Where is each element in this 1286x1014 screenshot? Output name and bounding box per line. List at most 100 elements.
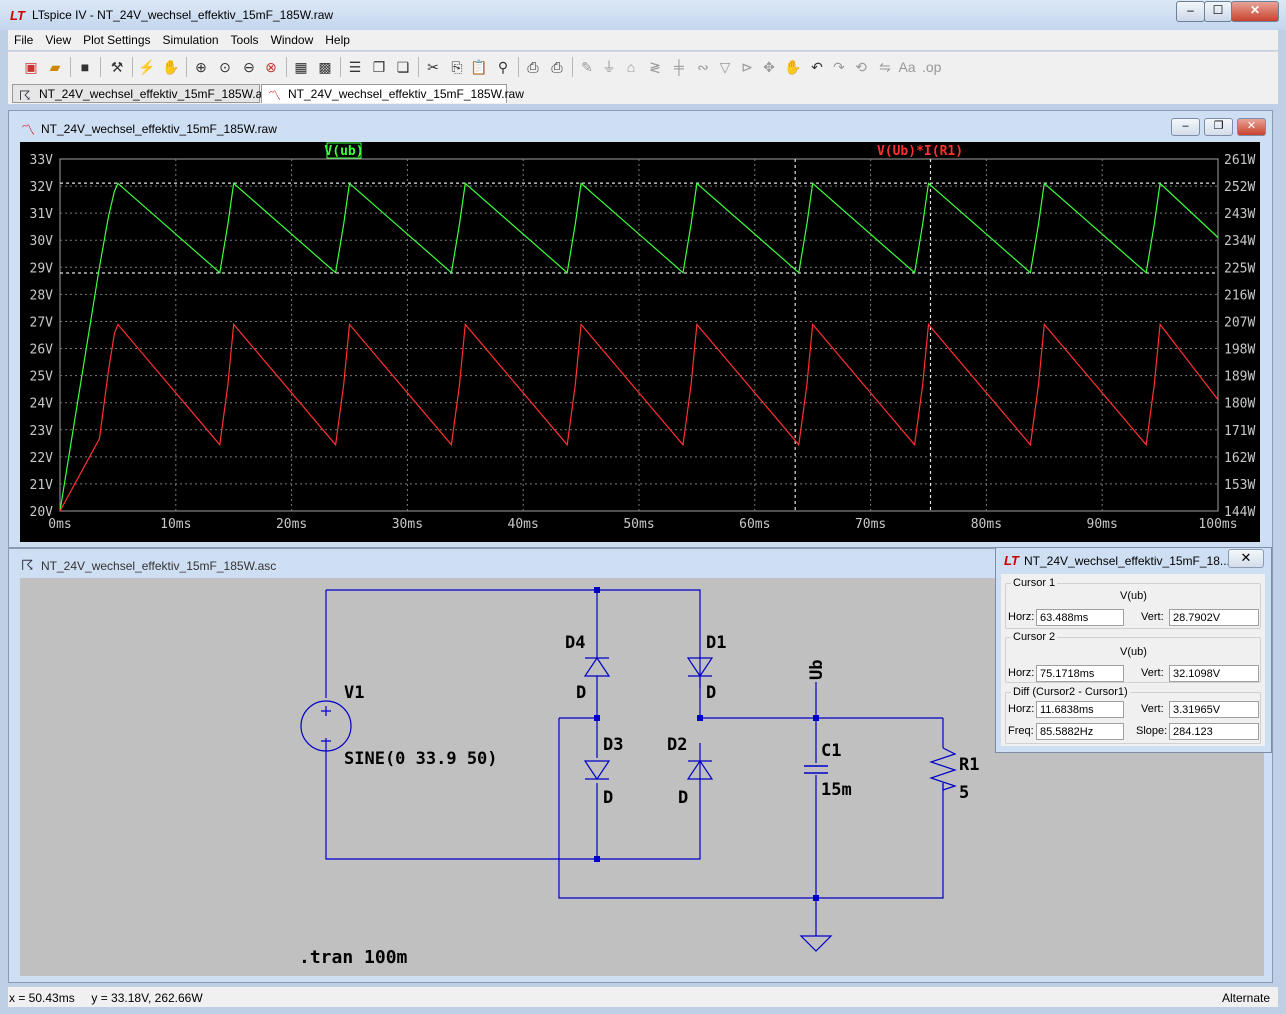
- label-net-icon[interactable]: ⌂: [626, 59, 636, 75]
- trace-label-power[interactable]: V(Ub)*I(R1): [877, 144, 963, 159]
- wire-junctions: [594, 587, 819, 901]
- diff-freq-field[interactable]: 85.5882Hz: [1036, 723, 1124, 740]
- menu-simulation[interactable]: Simulation: [162, 33, 219, 47]
- diode-d2[interactable]: [686, 759, 714, 780]
- run-icon[interactable]: ⚡: [138, 59, 156, 75]
- cursor1-horz-field[interactable]: 63.488ms: [1036, 609, 1124, 626]
- capacitor-icon[interactable]: ╪: [674, 59, 684, 75]
- component-icon[interactable]: ⊳: [741, 59, 753, 75]
- tran-directive[interactable]: .tran 100m: [299, 947, 408, 968]
- diode-d1[interactable]: [686, 657, 714, 688]
- zoom-out-icon[interactable]: ⊖: [243, 59, 255, 75]
- menu-view[interactable]: View: [45, 33, 72, 47]
- zoom-in-icon[interactable]: ⊕: [195, 59, 207, 75]
- find-icon[interactable]: ⚲: [497, 59, 509, 75]
- print-setup-icon[interactable]: ⎙: [527, 59, 539, 75]
- diff-slope-field[interactable]: 284.123: [1169, 723, 1259, 740]
- series-line-voltage[interactable]: [60, 182, 1218, 511]
- y-right-tick-label: 180W: [1224, 397, 1255, 412]
- new-schematic-icon[interactable]: ▣: [24, 59, 38, 75]
- cursor-dialog-title: NT_24V_wechsel_effektiv_15mF_18...: [1024, 554, 1230, 568]
- cursor2-vert-label: Vert:: [1141, 667, 1164, 679]
- y-left-tick-label: 31V: [30, 207, 54, 222]
- wire-icon[interactable]: ✎: [581, 59, 593, 75]
- voltage-source-v1[interactable]: [300, 700, 352, 752]
- x-tick-label: 90ms: [1087, 517, 1118, 532]
- waveform-icon: 〽: [268, 88, 282, 103]
- cursor2-vert-field[interactable]: 32.1098V: [1169, 665, 1259, 682]
- diode-d3[interactable]: [583, 760, 611, 781]
- menu-window[interactable]: Window: [270, 33, 314, 47]
- cut-icon[interactable]: ✂: [427, 59, 439, 75]
- diode-icon[interactable]: ▽: [719, 59, 731, 75]
- series-line-power[interactable]: [60, 322, 1218, 512]
- y-right-tick-label: 261W: [1224, 153, 1255, 168]
- open-folder-icon[interactable]: ▰: [49, 59, 61, 75]
- diff-group-label: Diff (Cursor2 - Cursor1): [1011, 686, 1130, 698]
- diode-d4[interactable]: [583, 656, 611, 688]
- halt-hand-icon[interactable]: ✋: [162, 59, 180, 75]
- minimize-button[interactable]: ‒: [1176, 1, 1205, 22]
- save-icon[interactable]: ■: [80, 59, 90, 75]
- print-icon[interactable]: ⎙: [551, 59, 563, 75]
- cursor-dialog-close-button[interactable]: ✕: [1228, 549, 1264, 568]
- cursor2-horz-label: Horz:: [1008, 667, 1035, 679]
- cursor1-vert-field[interactable]: 28.7902V: [1169, 609, 1259, 626]
- diff-freq-label: Freq:: [1008, 725, 1034, 737]
- schematic-window-title: NT_24V_wechsel_effektiv_15mF_185W.asc: [41, 559, 277, 573]
- menu-bar: File View Plot Settings Simulation Tools Wind…: [8, 30, 1278, 50]
- trace-label-voltage[interactable]: V(ub): [324, 144, 363, 159]
- zoom-cancel-icon[interactable]: ⊗: [265, 59, 277, 75]
- inductor-icon[interactable]: ∾: [697, 59, 709, 75]
- x-tick-label: 20ms: [276, 517, 307, 532]
- d1-label: D1: [706, 633, 726, 653]
- close-button[interactable]: ✕: [1231, 1, 1279, 22]
- capacitor-c1[interactable]: [804, 765, 828, 774]
- zoom-pan-icon[interactable]: ⊙: [219, 59, 231, 75]
- autorange-icon[interactable]: ▦: [294, 59, 308, 75]
- spice-directive-icon[interactable]: .op: [922, 59, 942, 75]
- tile-horizontal-icon[interactable]: ☰: [348, 59, 362, 75]
- ground-icon[interactable]: ⏚: [602, 59, 616, 75]
- rotate-icon[interactable]: ⟲: [855, 59, 867, 75]
- menu-plot-settings[interactable]: Plot Settings: [83, 33, 151, 47]
- copy-icon[interactable]: ⎘: [451, 59, 463, 75]
- mirror-icon[interactable]: ⇋: [879, 59, 891, 75]
- x-tick-label: 50ms: [623, 517, 654, 532]
- waveform-icon: 〽: [21, 122, 35, 138]
- tile-vertical-icon[interactable]: ❏: [396, 59, 410, 75]
- menu-file[interactable]: File: [14, 33, 34, 47]
- cursor2-horz-field[interactable]: 75.1718ms: [1036, 665, 1124, 682]
- tab-schematic[interactable]: ☈ NT_24V_wechsel_effektiv_15mF_185W.asc: [12, 84, 274, 103]
- undo-icon[interactable]: ↶: [811, 59, 823, 75]
- tab-label: NT_24V_wechsel_effektiv_15mF_185W.raw: [288, 87, 524, 101]
- y-left-tick-label: 22V: [30, 451, 54, 466]
- d3-label: D3: [603, 735, 623, 755]
- drag-icon[interactable]: ✋: [784, 59, 802, 75]
- menu-help[interactable]: Help: [325, 33, 350, 47]
- schematic-drawing[interactable]: V1 SINE(0 33.9 50) D4 D D1 D D3 D D2 D C…: [20, 578, 1264, 976]
- fit-icon[interactable]: ▩: [318, 59, 332, 75]
- trace-label-box: [326, 142, 362, 159]
- maximize-button[interactable]: ☐: [1204, 1, 1232, 22]
- x-tick-label: 60ms: [739, 517, 770, 532]
- plot-restore-button[interactable]: ❐: [1204, 118, 1233, 136]
- diff-horz-field[interactable]: 11.6838ms: [1036, 701, 1124, 718]
- menu-tools[interactable]: Tools: [230, 33, 259, 47]
- cascade-icon[interactable]: ❐: [372, 59, 386, 75]
- plot-minimize-button[interactable]: ‒: [1171, 118, 1200, 136]
- redo-icon[interactable]: ↷: [833, 59, 845, 75]
- paste-icon[interactable]: 📋: [470, 59, 488, 75]
- waveform-window-title: NT_24V_wechsel_effektiv_15mF_185W.raw: [41, 122, 277, 136]
- diff-vert-field[interactable]: 3.31965V: [1169, 701, 1259, 718]
- text-icon[interactable]: Aa: [898, 59, 916, 75]
- tab-label: NT_24V_wechsel_effektiv_15mF_185W.asc: [39, 87, 275, 101]
- move-icon[interactable]: ✥: [763, 59, 775, 75]
- resistor-r1[interactable]: [929, 747, 957, 791]
- tab-waveform[interactable]: 〽 NT_24V_wechsel_effektiv_15mF_185W.raw: [261, 84, 524, 103]
- plot-close-button[interactable]: ✕: [1237, 118, 1266, 136]
- control-panel-icon[interactable]: ⚒: [110, 59, 124, 75]
- resistor-icon[interactable]: ≷: [649, 59, 661, 75]
